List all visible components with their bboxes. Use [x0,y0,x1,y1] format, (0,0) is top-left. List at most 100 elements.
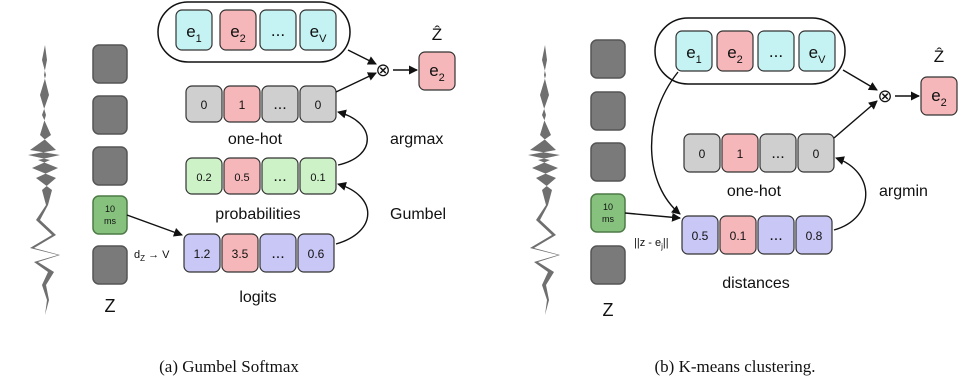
logit-a-cell-4 [297,233,335,273]
dist-b-cell-3 [757,215,795,255]
logit-a-val-2: 3.5 [232,247,249,261]
dist-b-cell-2 [719,215,757,255]
codebook-a-text-2: e2 [230,22,246,45]
dist-b-val-3: ... [769,227,782,244]
codebook-b-cell-2 [716,30,754,72]
codebook-a: e1 e2 ... eV [157,1,351,63]
frame-b-label-2: ms [602,214,614,224]
arrow-onehot-to-mult-b [833,100,878,139]
codebook-a-text-4: eV [310,22,327,45]
logit-a-val-1: 1.2 [194,247,211,261]
dist-b-val-4: 0.8 [806,229,823,243]
z-label-b: Z [603,300,614,320]
onehot-a-cell-3 [261,85,299,123]
caption-a: (a) Gumbel Softmax [159,357,299,376]
waveform-b [528,45,560,315]
codebook-b-cell-4 [798,30,836,72]
codebook-b-cell-3 [757,30,795,72]
onehot-b-label: one-hot [727,183,782,200]
dist-b-val-2: 0.1 [730,229,747,243]
multiply-symbol-a: ⊗ [375,60,390,80]
frame-a-label-2: ms [104,216,116,226]
onehot-b-cell-2 [721,133,759,173]
panel-a: 10 ms Z e1 e2 ... eV 0 1 ... 0 o [28,1,456,376]
caption-b: (b) K-means clustering. [655,357,816,376]
prob-a-val-4: 0.1 [310,172,325,184]
frames-column-b: 10 ms Z [590,39,626,320]
arrow-frame-to-logits-a [126,214,183,237]
logit-a-cell-1 [183,233,221,273]
frame-a-3 [92,146,128,186]
distances-row-b: 0.5 0.1 ... 0.8 distances [681,215,833,292]
prob-a-cell-2 [223,157,261,195]
prob-a-cell-4 [299,157,337,195]
frame-b-label-1: 10 [603,202,613,212]
codebook-a-text-1: e1 [186,22,202,45]
panel-b: 10 ms Z e1 e2 ... eV 0 1 ... 0 o [528,17,958,376]
onehot-a-val-3: ... [273,96,286,113]
output-a [418,51,456,91]
onehot-row-a: 0 1 ... 0 one-hot [185,85,337,148]
onehot-b-val-4: 0 [813,147,820,161]
codebook-b: e1 e2 ... eV [654,17,846,85]
arrow-codebook-to-distances-b [650,71,681,215]
onehot-a-cell-4 [299,85,337,123]
frame-b-current [590,193,626,233]
output-b [920,76,958,116]
codebook-a-cell-2 [219,9,257,51]
dist-b-cell-1 [681,215,719,255]
onehot-b-cell-1 [683,133,721,173]
frame-a-5 [92,245,128,285]
codebook-b-text-1: e1 [686,43,702,66]
onehot-b-val-2: 1 [737,147,744,161]
gumbel-label-a: Gumbel [390,206,446,223]
onehot-a-val-4: 0 [315,98,322,112]
argmin-label-b: argmin [879,183,928,200]
prob-a-cell-1 [185,157,223,195]
frame-a-current [92,195,128,235]
codebook-b-text-4: eV [809,43,826,66]
frame-a-2 [92,95,128,135]
onehot-b-cell-4 [797,133,835,173]
zhat-label-b: Ẑ [934,47,944,66]
frame-b-1 [590,39,626,79]
logit-a-cell-3 [259,233,297,273]
prob-a-val-3: ... [273,168,286,185]
projection-label-a: dZ → V [134,249,170,263]
frame-b-2 [590,91,626,131]
frame-a-1 [92,44,128,84]
prob-a-val-1: 0.2 [196,172,211,184]
frame-b-5 [590,245,626,285]
distances-label-b: distances [722,275,790,292]
output-a-text: e2 [429,61,445,84]
codebook-a-cell-3 [259,9,297,51]
arrow-argmax-a [337,109,368,166]
probabilities-row-a: 0.2 0.5 ... 0.1 probabilities [185,157,337,223]
arrow-frame-to-distances-b [624,212,681,222]
distance-formula-label-b: ||z - ej|| [634,237,669,251]
argmax-label-a: argmax [390,131,443,148]
zhat-label-a: Ẑ [432,25,442,44]
codebook-b-text-3: ... [769,42,783,61]
logit-a-val-3: ... [271,245,284,262]
codebook-a-cell-1 [175,9,213,51]
z-label-a: Z [105,296,116,316]
prob-a-val-2: 0.5 [234,172,249,184]
dist-b-cell-4 [795,215,833,255]
arrow-onehot-to-mult-a [335,72,377,93]
frame-a-label-1: 10 [105,204,115,214]
output-b-text: e2 [931,86,947,109]
arrow-argmin-b [833,156,867,231]
codebook-a-cell-4 [299,9,337,51]
onehot-a-cell-2 [223,85,261,123]
onehot-b-val-1: 0 [699,147,706,161]
logit-a-val-4: 0.6 [308,247,325,261]
codebook-b-text-2: e2 [727,43,743,66]
prob-a-cell-3 [261,157,299,195]
multiply-symbol-b: ⊗ [877,86,892,106]
frames-column-a: 10 ms Z [92,44,128,316]
frame-b-3 [590,142,626,182]
onehot-a-val-2: 1 [239,98,246,112]
arrow-gumbel-a [335,181,369,245]
